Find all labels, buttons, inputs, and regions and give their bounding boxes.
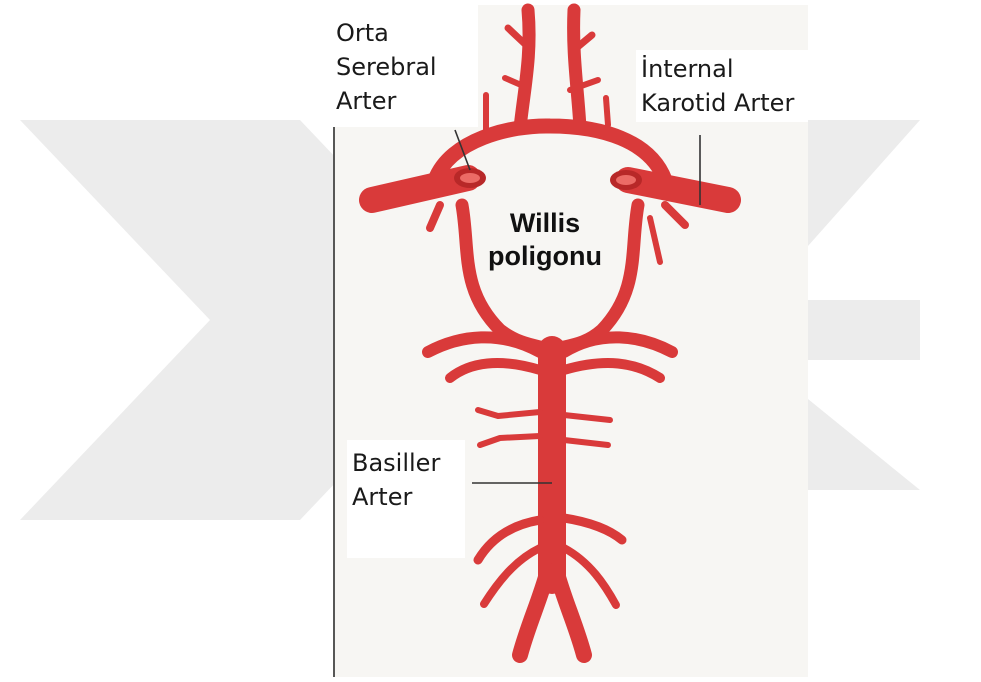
anterior-cerebral-artery [574, 10, 580, 128]
label-basilar-artery: Basiller Arter [352, 446, 440, 514]
label-internal-carotid-artery: İnternal Karotid Arter [641, 52, 794, 120]
label-middle-cerebral-artery: Orta Serebral Arter [336, 16, 437, 118]
middle-cerebral-lumen [460, 173, 480, 183]
label-circle-of-willis: Willis poligonu [480, 207, 610, 273]
internal-carotid-lumen [616, 175, 636, 185]
artery-branch [606, 98, 608, 125]
